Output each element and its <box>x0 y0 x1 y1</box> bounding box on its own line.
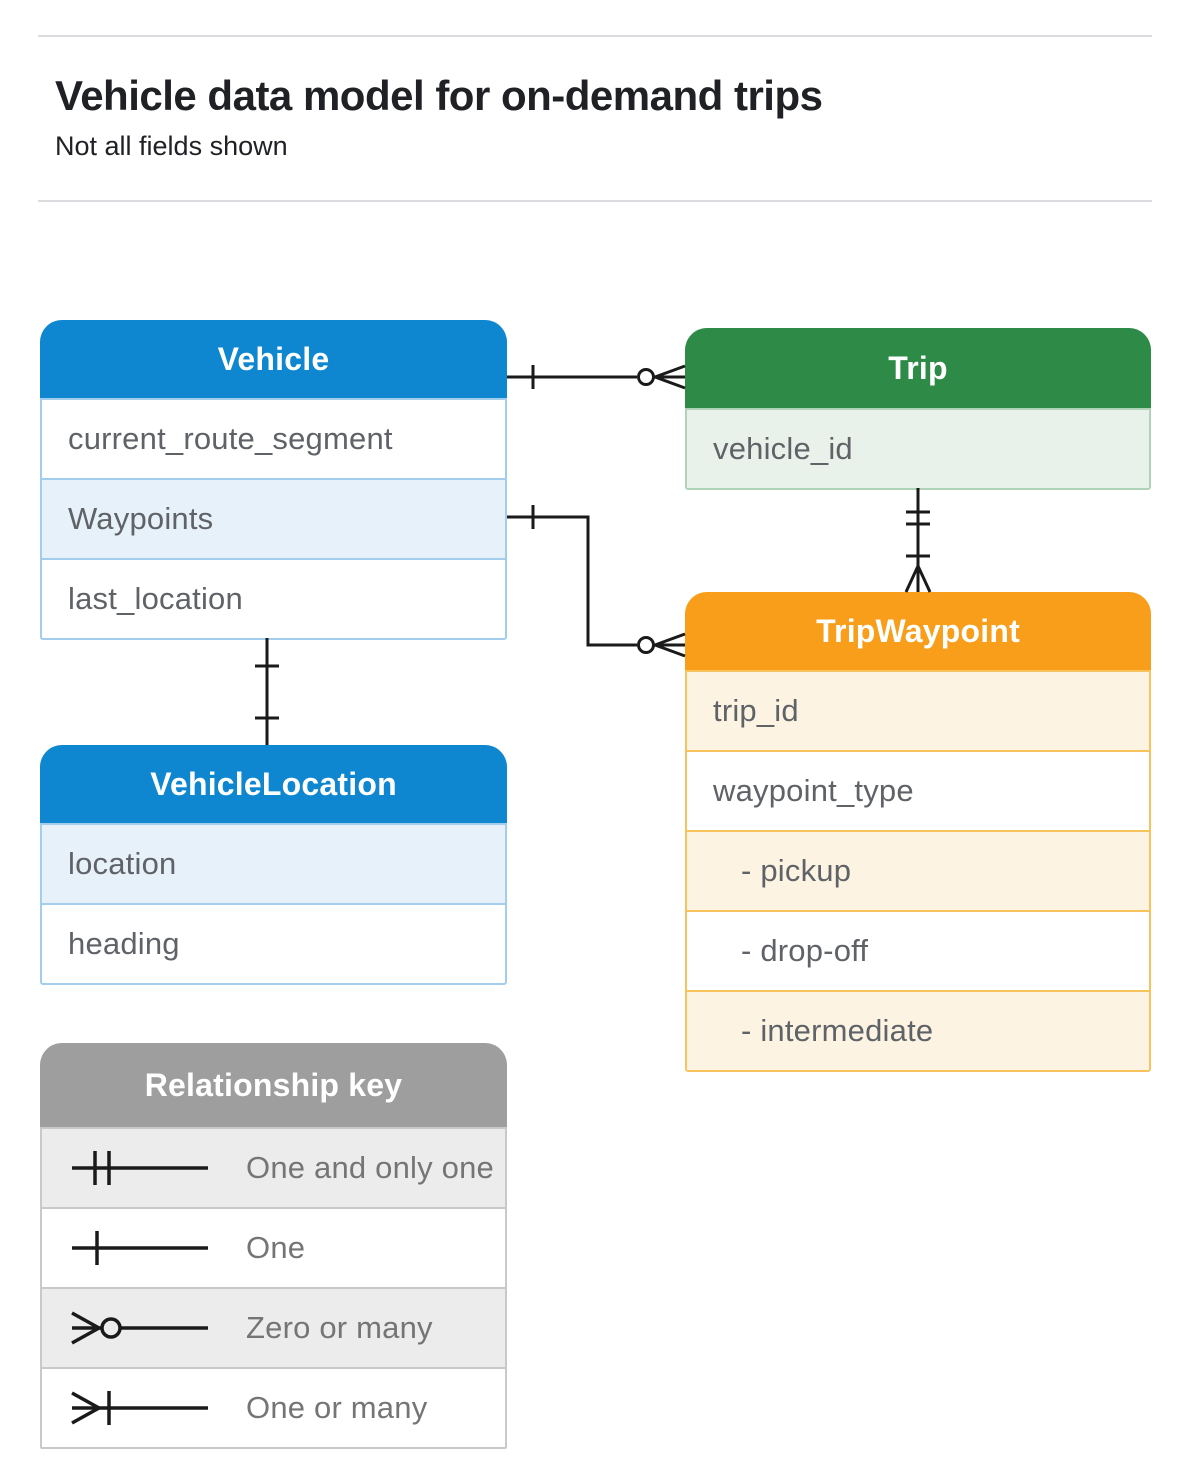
field-drop-off: - drop-off <box>687 910 1149 990</box>
field-waypoint-type: waypoint_type <box>687 750 1149 830</box>
key-item-one-and-only-one: One and only one <box>42 1127 505 1207</box>
key-item-one: One <box>42 1207 505 1287</box>
page-subtitle: Not all fields shown <box>55 131 288 161</box>
field-intermediate: - intermediate <box>687 990 1149 1070</box>
field-current-route-segment: current_route_segment <box>42 398 505 478</box>
relationship-key-title: Relationship key <box>40 1043 507 1127</box>
entity-trip: Trip vehicle_id <box>685 328 1151 490</box>
entity-vehicle-location-title: VehicleLocation <box>40 745 507 823</box>
entity-vehicle: Vehicle current_route_segment Waypoints … <box>40 320 507 640</box>
entity-trip-title: Trip <box>685 328 1151 408</box>
field-last-location: last_location <box>42 558 505 638</box>
field-trip-id: trip_id <box>687 670 1149 750</box>
zero-or-many-icon <box>71 1311 208 1345</box>
key-item-zero-or-many: Zero or many <box>42 1287 505 1367</box>
connector-trip-tripwaypoint <box>904 488 932 593</box>
key-item-label: Zero or many <box>246 1310 433 1345</box>
page-title: Vehicle data model for on-demand trips <box>55 72 823 119</box>
entity-vehicle-location: VehicleLocation location heading <box>40 745 507 985</box>
key-item-one-or-many: One or many <box>42 1367 505 1447</box>
one-and-only-one-icon <box>72 1151 208 1185</box>
key-item-label: One or many <box>246 1390 428 1425</box>
key-item-label: One <box>246 1230 306 1265</box>
entity-vehicle-title: Vehicle <box>40 320 507 398</box>
field-pickup: - pickup <box>687 830 1149 910</box>
key-item-label: One and only one <box>246 1150 494 1185</box>
field-waypoints: Waypoints <box>42 478 505 558</box>
connector-vehicle-vehiclelocation <box>255 638 279 745</box>
entity-trip-waypoint: TripWaypoint trip_id waypoint_type - pic… <box>685 592 1151 1072</box>
header-divider <box>38 200 1152 202</box>
top-divider <box>38 35 1152 37</box>
field-heading: heading <box>42 903 505 983</box>
field-location: location <box>42 823 505 903</box>
one-or-many-icon <box>71 1391 208 1425</box>
connector-vehicle-trip <box>507 364 686 390</box>
relationship-key: Relationship key One and only one One Ze… <box>40 1043 507 1449</box>
entity-trip-waypoint-title: TripWaypoint <box>685 592 1151 670</box>
connector-waypoints-tripwaypoint <box>507 505 686 658</box>
field-vehicle-id: vehicle_id <box>687 408 1149 488</box>
one-icon <box>72 1231 208 1265</box>
